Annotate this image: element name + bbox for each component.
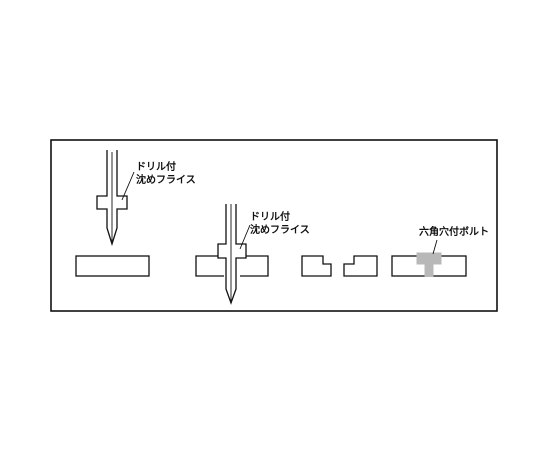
tool-1-leader-line [121, 171, 135, 201]
workpiece-2-left [195, 255, 224, 277]
stage-3-counterbored-workpiece [301, 255, 378, 277]
tool-1-label-line2: 沈めフライス [136, 173, 196, 186]
diagram-frame [50, 139, 498, 312]
stage-1-tool-above-workpiece: ドリル付 沈めフライス [75, 150, 196, 277]
workpiece-3-left [301, 255, 332, 277]
workpiece-3-right [343, 255, 378, 277]
tool-2-label-line1: ドリル付 [250, 210, 290, 223]
stage-4-bolt-inserted: 六角穴付ボルト [391, 225, 489, 277]
tool-2-label-line2: 沈めフライス [250, 223, 310, 236]
tool-2-leader-line [239, 224, 251, 250]
stage-2-tool-in-workpiece: ドリル付 沈めフライス [195, 204, 310, 305]
bolt-leader-line [432, 239, 438, 255]
hex-socket-bolt [416, 252, 442, 277]
counterbore-tool-2 [217, 204, 247, 305]
workpiece-1 [75, 255, 150, 277]
tool-1-label-line1: ドリル付 [136, 160, 176, 173]
bolt-label: 六角穴付ボルト [419, 225, 489, 238]
workpiece-2-right [240, 255, 269, 277]
